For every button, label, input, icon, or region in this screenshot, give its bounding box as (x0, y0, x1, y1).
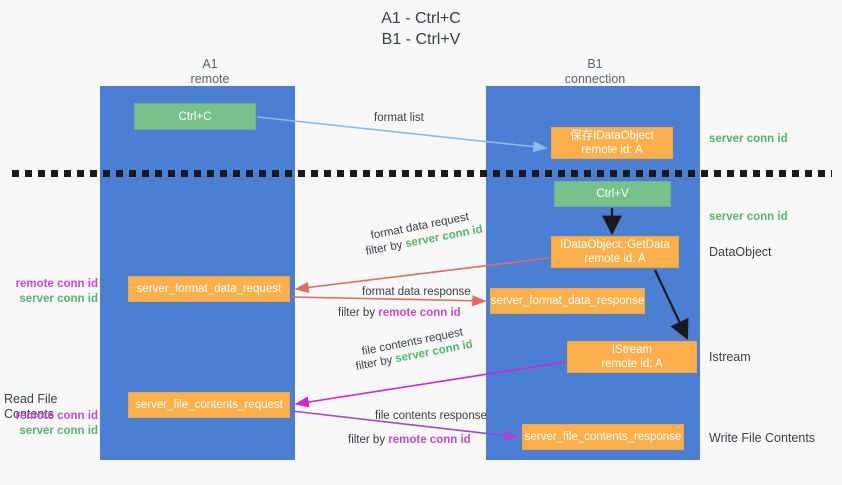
box-getdata-line1: IDataObject::GetData (560, 239, 670, 251)
box-istream-line2: remote id: A (601, 358, 663, 370)
filter-key-remote-conn-id: remote conn id (378, 307, 461, 319)
column-header-a1-sub: remote (190, 72, 230, 86)
column-header-a1: A1 remote (120, 57, 300, 87)
label-conn-ids-upper: remote conn id server conn id (8, 277, 98, 307)
filter-prefix: filter by (354, 353, 397, 373)
box-istream-line1: IStream (611, 344, 653, 356)
column-header-b1-sub: connection (564, 72, 626, 86)
phase-divider (12, 170, 832, 177)
filter-prefix: filter by (348, 434, 389, 446)
box-server-file-contents-response[interactable]: server_file_contents_response (522, 424, 684, 450)
edge-label-file-contents-response: file contents response (375, 410, 487, 422)
edge-label-file-contents-response-filter: filter by remote conn id (348, 433, 471, 448)
label-read-file-contents: Read File Contents (4, 392, 58, 421)
label-server-conn-id-mid: server conn id (709, 211, 788, 223)
label-server-conn-id-upper: server conn id (19, 293, 98, 305)
column-header-a1-name: A1 (202, 57, 218, 71)
box-format-data-response-label: server_format_data_response (490, 295, 645, 307)
box-server-format-data-request[interactable]: server_format_data_request (128, 276, 290, 302)
label-remote-conn-id-lower: remote conn id (15, 410, 98, 422)
box-idataobject[interactable]: 保存IDataObject remote id: A (551, 127, 673, 159)
box-ctrl-c[interactable]: Ctrl+C (134, 103, 256, 130)
filter-key-remote-conn-id: remote conn id (388, 434, 471, 446)
box-ctrl-v[interactable]: Ctrl+V (554, 181, 671, 207)
label-dataobject: DataObject (709, 245, 772, 259)
column-header-b1-name: B1 (587, 57, 603, 71)
box-server-format-data-response[interactable]: server_format_data_response (490, 288, 645, 314)
box-idataobject-line1: 保存IDataObject (570, 130, 654, 142)
edge-label-format-data-response: format data response (362, 286, 471, 298)
box-file-contents-response-label: server_file_contents_response (524, 431, 682, 443)
label-server-conn-id-top: server conn id (709, 133, 788, 145)
label-conn-ids-lower: remote conn id server conn id (8, 409, 98, 439)
label-server-conn-id-lower: server conn id (19, 425, 98, 437)
column-header-b1: B1 connection (505, 57, 685, 87)
page-title: A1 - Ctrl+C B1 - Ctrl+V (0, 8, 842, 50)
label-remote-conn-id-upper: remote conn id (15, 278, 98, 290)
box-file-contents-request-label: server_file_contents_request (135, 399, 283, 411)
box-server-file-contents-request[interactable]: server_file_contents_request (128, 392, 290, 418)
box-idataobject-line2: remote id: A (581, 144, 643, 156)
box-getdata-line2: remote id: A (584, 253, 646, 265)
filter-prefix: filter by (338, 307, 379, 319)
box-istream[interactable]: IStream remote id: A (567, 341, 697, 373)
box-ctrl-c-line1: Ctrl+C (178, 110, 212, 123)
edge-label-format-list: format list (374, 112, 424, 124)
box-idataobject-getdata[interactable]: IDataObject::GetData remote id: A (551, 236, 679, 268)
box-ctrl-v-line1: Ctrl+V (596, 188, 629, 200)
label-istream: Istream (709, 350, 751, 364)
title-line-1: A1 - Ctrl+C (381, 10, 461, 27)
title-line-2: B1 - Ctrl+V (381, 31, 461, 48)
box-format-data-request-label: server_format_data_request (136, 283, 282, 295)
edge-label-format-data-response-filter: filter by remote conn id (338, 306, 461, 321)
label-write-file-contents: Write File Contents (709, 431, 816, 445)
